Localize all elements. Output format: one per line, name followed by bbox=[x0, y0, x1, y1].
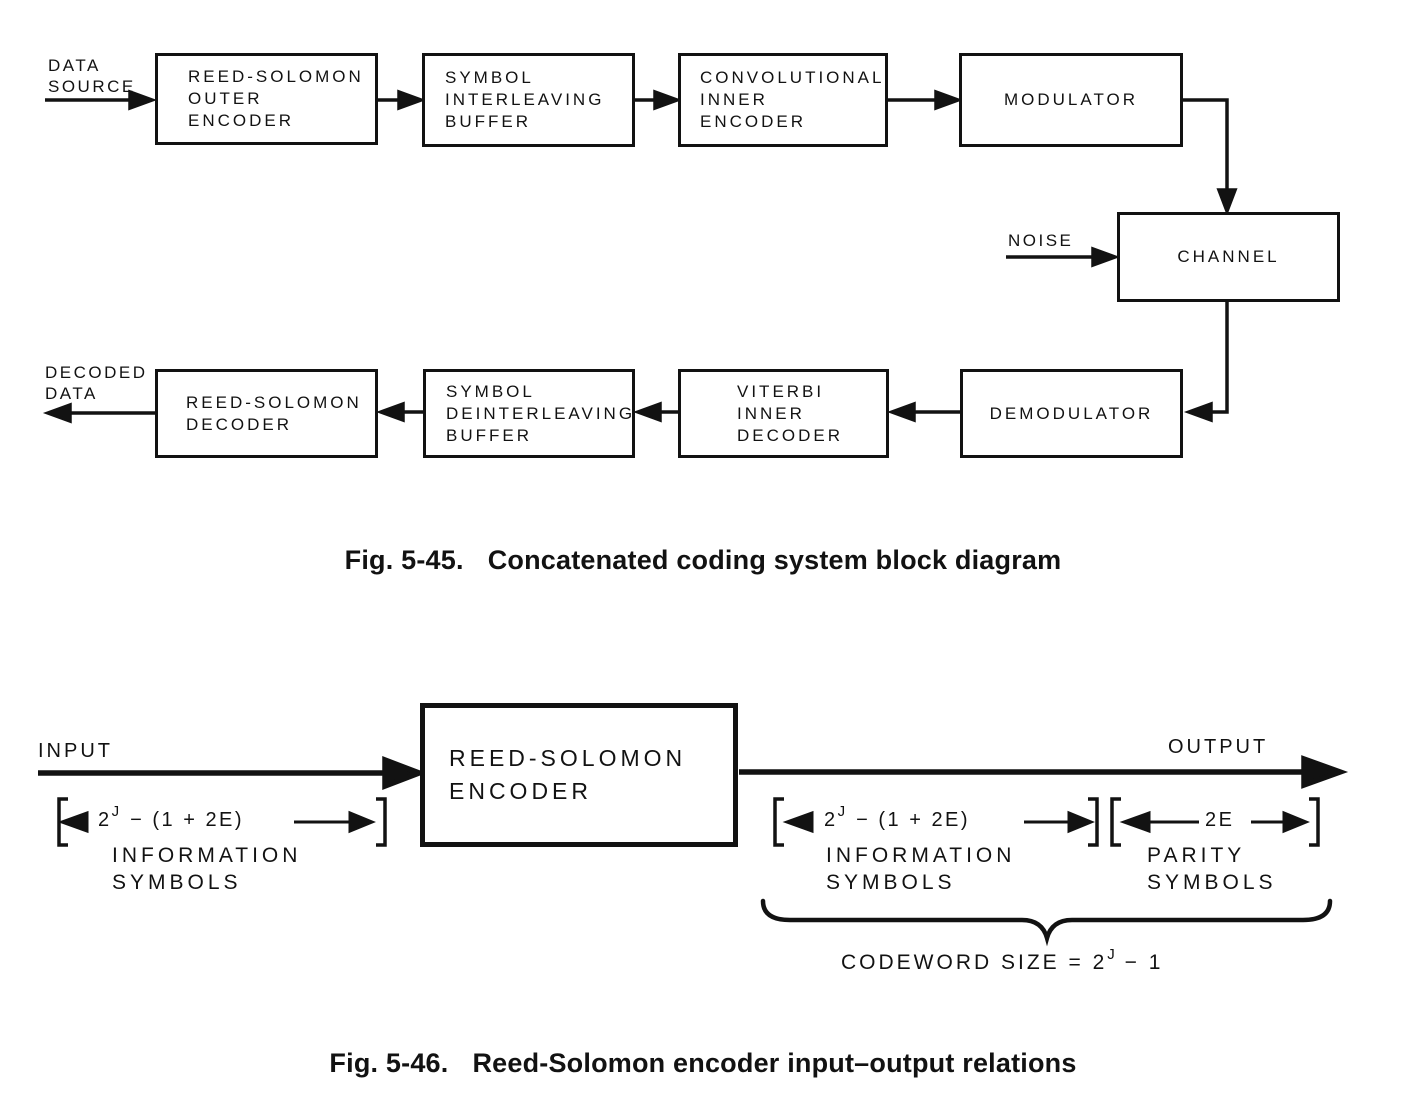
box-label: CONVOLUTIONAL INNER ENCODER bbox=[700, 68, 885, 131]
fig-5-46-caption: Fig. 5-46. Reed-Solomon encoder input–ou… bbox=[23, 1048, 1383, 1079]
box-label: REED-SOLOMON OUTER ENCODER bbox=[188, 67, 364, 130]
demodulator-box: DEMODULATOR bbox=[960, 369, 1183, 458]
output-parity-dim-arrow-left bbox=[1119, 810, 1199, 834]
input-bracket-right bbox=[376, 797, 387, 847]
output-parity-bracket-right bbox=[1309, 797, 1320, 847]
output-information-symbols-label: INFORMATION SYMBOLS bbox=[826, 844, 1016, 894]
input-information-symbols-label: INFORMATION SYMBOLS bbox=[112, 844, 302, 894]
output-parity-dim-arrow-right bbox=[1251, 810, 1310, 834]
output-arrow bbox=[739, 755, 1349, 789]
dim-exponent: J bbox=[837, 803, 847, 820]
output-parity-dimension-expression: 2E bbox=[1205, 809, 1235, 831]
input-dim-arrow-left bbox=[57, 810, 89, 834]
symbol-deinterleaving-buffer-box: SYMBOL DEINTERLEAVING BUFFER bbox=[423, 369, 635, 458]
arrow-noise-to-channel bbox=[1006, 246, 1121, 268]
symbol-interleaving-buffer-box: SYMBOL INTERLEAVING BUFFER bbox=[422, 53, 635, 147]
box-label: SYMBOL INTERLEAVING BUFFER bbox=[445, 68, 605, 131]
arrow-viterbi-to-deinterleaver bbox=[632, 401, 678, 423]
output-label: OUTPUT bbox=[1168, 736, 1269, 758]
fig-number: Fig. 5-45. bbox=[344, 545, 464, 575]
output-info-bracket-left bbox=[773, 797, 784, 847]
output-info-dim-arrow-right bbox=[1024, 810, 1095, 834]
output-parity-bracket-left bbox=[1110, 797, 1121, 847]
dim-base: 2 bbox=[98, 809, 112, 831]
dim-base: 2 bbox=[824, 809, 838, 831]
fig-title: Reed-Solomon encoder input–output relati… bbox=[472, 1048, 1077, 1078]
box-label: SYMBOL DEINTERLEAVING BUFFER bbox=[446, 381, 636, 445]
input-label: INPUT bbox=[38, 740, 113, 762]
viterbi-inner-decoder-box: VITERBI INNER DECODER bbox=[678, 369, 889, 458]
reed-solomon-outer-encoder-box: REED-SOLOMON OUTER ENCODER bbox=[155, 53, 378, 145]
output-parity-symbols-label: PARITY SYMBOLS bbox=[1147, 844, 1277, 894]
box-label: CHANNEL bbox=[1177, 247, 1280, 266]
fig-number: Fig. 5-46. bbox=[329, 1048, 449, 1078]
reed-solomon-encoder-box: REED-SOLOMON ENCODER bbox=[420, 703, 738, 847]
dim-rest: − (1 + 2E) bbox=[130, 809, 245, 831]
fig-5-45-caption: Fig. 5-45. Concatenated coding system bl… bbox=[23, 545, 1383, 576]
output-info-bracket-right bbox=[1088, 797, 1099, 847]
codeword-prefix: CODEWORD SIZE = 2 bbox=[841, 951, 1108, 974]
codeword-suffix: − 1 bbox=[1115, 951, 1164, 974]
noise-label: NOISE bbox=[1008, 231, 1074, 250]
box-label: MODULATOR bbox=[1003, 90, 1139, 109]
arrow-rs-decoder-to-decoded-data bbox=[42, 402, 155, 424]
box-label: DEMODULATOR bbox=[989, 403, 1154, 423]
input-dim-arrow-right bbox=[294, 810, 376, 834]
modulator-box: MODULATOR bbox=[959, 53, 1183, 147]
data-source-label: DATA SOURCE bbox=[48, 56, 136, 96]
arrow-demodulator-to-viterbi bbox=[886, 401, 960, 423]
arrow-deinterleaver-to-rs-decoder bbox=[375, 401, 423, 423]
output-info-dim-arrow-left bbox=[782, 810, 814, 834]
arrow-conv-encoder-to-modulator bbox=[888, 89, 964, 111]
codeword-exponent: J bbox=[1107, 946, 1116, 963]
arrow-interleaver-to-conv-encoder bbox=[635, 89, 683, 111]
box-label: VITERBI INNER DECODER bbox=[737, 381, 844, 445]
channel-box: CHANNEL bbox=[1117, 212, 1340, 302]
arrow-rs-encoder-to-interleaver bbox=[378, 89, 427, 111]
dim-exponent: J bbox=[111, 803, 121, 820]
output-info-dimension-expression: 2J − (1 + 2E) bbox=[824, 803, 971, 832]
box-label: REED-SOLOMON DECODER bbox=[186, 392, 362, 434]
input-arrow bbox=[38, 756, 427, 790]
box-label: REED-SOLOMON ENCODER bbox=[449, 745, 687, 804]
codeword-brace bbox=[760, 898, 1333, 947]
decoded-data-label: DECODED DATA bbox=[45, 363, 148, 403]
dim-rest: − (1 + 2E) bbox=[856, 809, 971, 831]
codeword-size-expression: CODEWORD SIZE = 2J − 1 bbox=[841, 946, 1164, 975]
input-dimension-expression: 2J − (1 + 2E) bbox=[98, 803, 245, 832]
arrow-channel-to-demodulator bbox=[1183, 302, 1229, 423]
input-bracket-left bbox=[57, 797, 68, 847]
fig-title: Concatenated coding system block diagram bbox=[487, 545, 1062, 575]
arrow-modulator-to-channel bbox=[1183, 98, 1238, 216]
reed-solomon-decoder-box: REED-SOLOMON DECODER bbox=[155, 369, 378, 458]
convolutional-inner-encoder-box: CONVOLUTIONAL INNER ENCODER bbox=[678, 53, 888, 147]
